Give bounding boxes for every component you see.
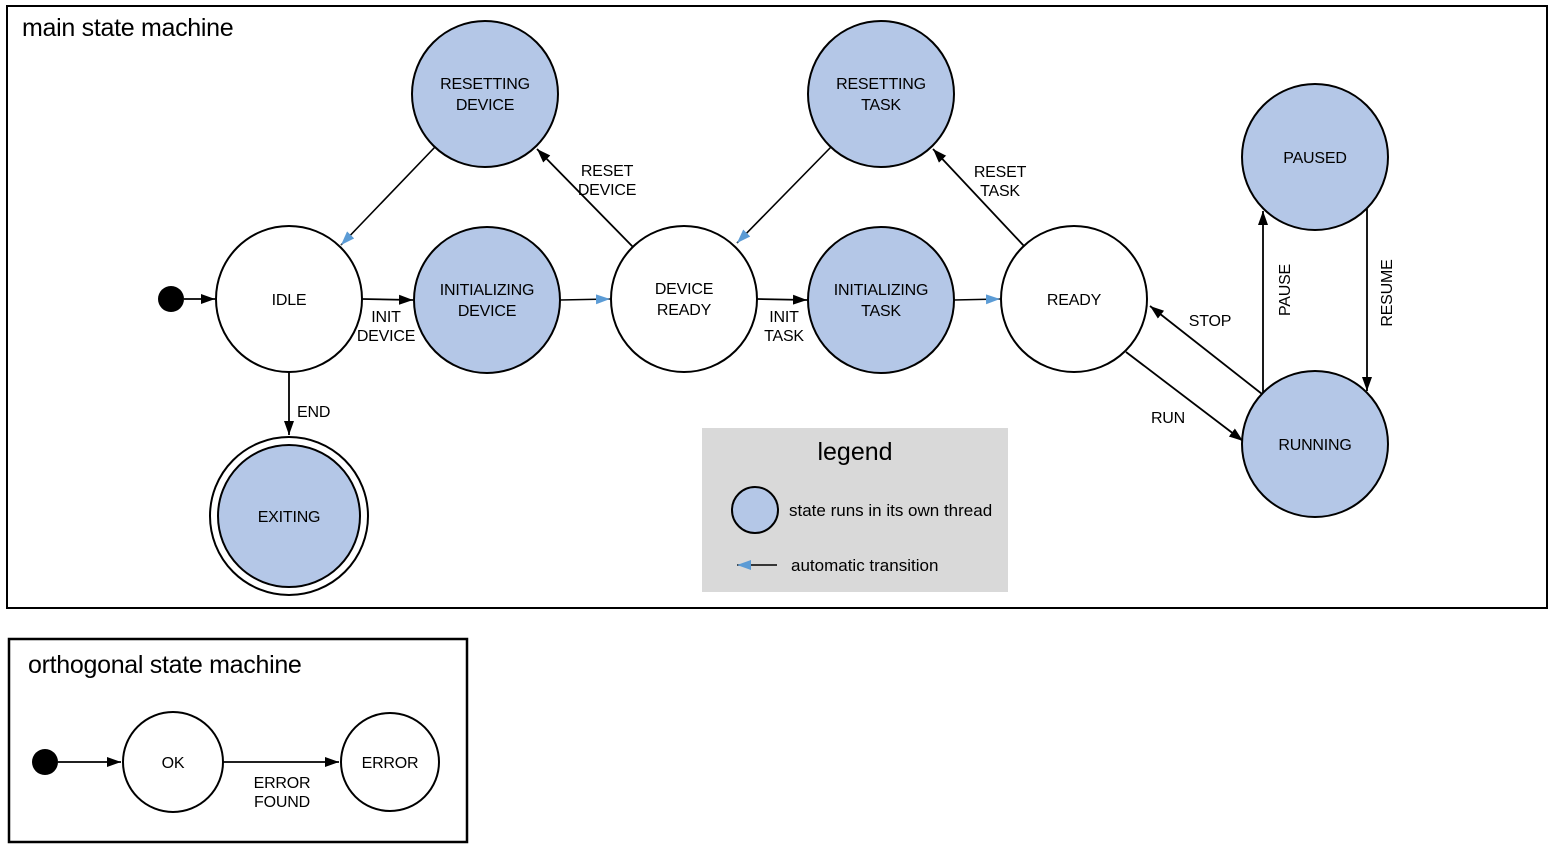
state-error-label: ERROR	[362, 755, 419, 772]
state-resetting-device-circle	[411, 20, 559, 168]
auto-arrow-2	[340, 146, 436, 246]
transition-run: RUN	[1125, 351, 1244, 442]
state-device-ready-label-line2: READY	[657, 302, 712, 319]
orthogonal-machine-title: orthogonal state machine	[28, 651, 302, 679]
initial-state-dot	[158, 286, 184, 312]
transition-auto-initdevice-deviceready	[559, 294, 611, 305]
transition-resume: RESUME	[1362, 209, 1396, 391]
state-idle-label: IDLE	[272, 292, 307, 309]
legend-threaded-state-label: state runs in its own thread	[789, 501, 992, 520]
state-resetting-device: RESETTING DEVICE	[411, 20, 559, 168]
state-exiting-final: EXITING	[209, 436, 369, 596]
state-resetting-task-label-line2: TASK	[861, 97, 901, 114]
state-ok: OK	[122, 711, 224, 813]
run-label: RUN	[1151, 410, 1185, 427]
state-resetting-device-label-line2: DEVICE	[456, 97, 514, 114]
state-paused-circle	[1241, 83, 1389, 231]
state-initializing-device-circle	[413, 226, 561, 374]
state-initializing-task-label-line1: INITIALIZING	[834, 282, 929, 299]
auto-arrow-3	[953, 294, 1001, 305]
state-ready-circle	[1000, 225, 1148, 373]
transition-auto-resettingtask-deviceready	[736, 146, 832, 244]
state-paused: PAUSED	[1241, 83, 1389, 231]
transition-error-found: ERROR FOUND	[223, 757, 339, 811]
error-found-label-line2: FOUND	[254, 794, 310, 811]
transition-init-task: INIT TASK	[756, 294, 808, 345]
legend-auto-transition-label: automatic transition	[791, 556, 938, 575]
transition-reset-task: RESET TASK	[932, 148, 1027, 247]
state-idle-circle	[215, 225, 363, 373]
state-resetting-task: RESETTING TASK	[807, 20, 955, 168]
state-exiting-inner-circle	[217, 444, 361, 588]
stop-label: STOP	[1189, 313, 1231, 330]
state-error: ERROR	[340, 712, 440, 812]
end-label: END	[297, 404, 330, 421]
state-initializing-task-circle	[807, 226, 955, 374]
transition-stop: STOP	[1149, 305, 1263, 395]
auto-arrow-1	[559, 294, 611, 305]
legend-box: legend state runs in its own thread auto…	[702, 428, 1008, 592]
state-ready: READY	[1000, 225, 1148, 373]
state-resetting-device-label-line1: RESETTING	[440, 76, 530, 93]
legend-threaded-state-swatch	[731, 486, 779, 534]
state-ok-circle	[122, 711, 224, 813]
state-running-label: RUNNING	[1278, 437, 1351, 454]
state-resetting-task-label-line1: RESETTING	[836, 76, 926, 93]
reset-task-label-line2: TASK	[980, 183, 1020, 200]
main-state-machine-group: main state machine INIT DEVICE RESET DEV…	[6, 5, 1548, 609]
transition-auto-resettingdevice-idle	[340, 146, 436, 246]
state-ok-label: OK	[162, 755, 185, 772]
transition-init-device: INIT DEVICE	[357, 294, 415, 345]
auto-arrow-4	[736, 146, 832, 244]
orthogonal-initial-state-dot	[32, 749, 58, 775]
init-task-label-line2: TASK	[764, 328, 804, 345]
state-initializing-task-label-line2: TASK	[861, 303, 901, 320]
main-machine-title: main state machine	[22, 14, 233, 42]
state-initializing-device-label-line2: DEVICE	[458, 303, 516, 320]
state-resetting-task-circle	[807, 20, 955, 168]
state-initializing-device: INITIALIZING DEVICE	[413, 226, 561, 374]
init-task-arrow	[756, 294, 808, 305]
state-idle: IDLE	[215, 225, 363, 373]
reset-task-arrow	[932, 148, 1025, 247]
transition-end: END	[284, 372, 330, 435]
run-arrow	[1125, 351, 1244, 442]
state-paused-label: PAUSED	[1283, 150, 1346, 167]
state-ready-label: READY	[1047, 292, 1102, 309]
pause-label: PAUSE	[1277, 264, 1294, 316]
init-device-label-line1: INIT	[371, 309, 401, 326]
legend-title: legend	[817, 438, 892, 466]
init-device-label-line2: DEVICE	[357, 328, 415, 345]
state-initializing-device-label-line1: INITIALIZING	[440, 282, 535, 299]
state-exiting-label: EXITING	[258, 509, 321, 526]
state-initializing-task: INITIALIZING TASK	[807, 226, 955, 374]
reset-task-label-line1: RESET	[974, 164, 1027, 181]
state-running: RUNNING	[1241, 370, 1389, 518]
state-error-circle	[340, 712, 440, 812]
reset-device-arrow	[536, 148, 634, 248]
stop-arrow	[1149, 305, 1263, 395]
state-device-ready-label-line1: DEVICE	[655, 281, 713, 298]
error-found-label-line1: ERROR	[254, 775, 311, 792]
transition-pause: PAUSE	[1258, 211, 1294, 392]
resume-label: RESUME	[1379, 259, 1396, 326]
state-device-ready: DEVICE READY	[610, 225, 758, 373]
init-task-label-line1: INIT	[769, 309, 799, 326]
orthogonal-state-machine-group: orthogonal state machine ERROR FOUND OK …	[7, 637, 469, 844]
state-running-circle	[1241, 370, 1389, 518]
reset-device-label-line2: DEVICE	[578, 182, 636, 199]
init-device-arrow	[361, 294, 414, 305]
reset-device-label-line1: RESET	[581, 163, 634, 180]
transition-reset-device: RESET DEVICE	[536, 148, 636, 248]
state-device-ready-circle	[610, 225, 758, 373]
transition-auto-inittask-ready	[953, 294, 1001, 305]
